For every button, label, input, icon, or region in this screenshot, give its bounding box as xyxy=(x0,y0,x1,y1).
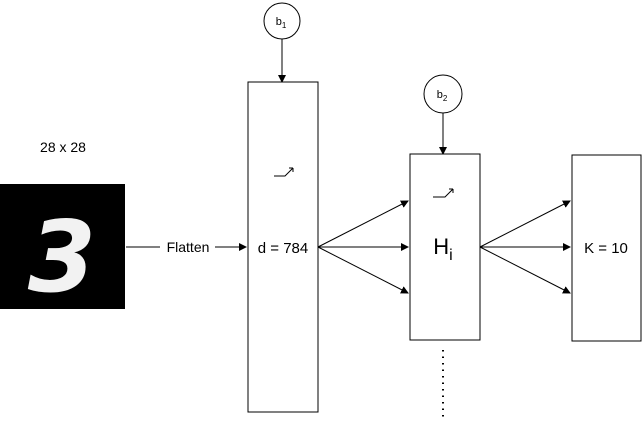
bias-b2-sub: 2 xyxy=(443,94,448,103)
output-layer-box xyxy=(571,154,642,342)
mnist-digit-image: 3 xyxy=(0,184,125,315)
edge-hidden-output-top xyxy=(479,200,571,248)
svg-text:b1: b1 xyxy=(276,16,287,30)
bias-b1-node: b1 xyxy=(263,2,301,40)
digit-glyph: 3 xyxy=(28,201,96,315)
bias-b2-node: b2 xyxy=(423,74,463,114)
bias-b1-sub: 1 xyxy=(282,21,287,30)
edge-input-hidden-bottom xyxy=(317,246,409,294)
flatten-label: Flatten xyxy=(167,239,210,255)
bias-b2-main: b xyxy=(437,89,443,101)
activation-icon-input xyxy=(274,167,294,177)
activation-icon-hidden xyxy=(433,188,454,198)
svg-text:Hi: Hi xyxy=(433,234,452,264)
output-layer-label: K = 10 xyxy=(584,240,628,257)
svg-text:b2: b2 xyxy=(437,89,448,103)
input-size-label: 28 x 28 xyxy=(40,139,86,155)
hidden-layer-label-sub: i xyxy=(449,247,453,264)
edge-hidden-output-bottom xyxy=(479,246,571,294)
bias-b1-main: b xyxy=(276,16,282,28)
input-layer-label: d = 784 xyxy=(258,240,308,257)
image-background xyxy=(0,184,125,309)
input-layer-box xyxy=(247,81,319,413)
edge-input-hidden-top xyxy=(317,200,409,248)
hidden-layer-label-main: H xyxy=(433,234,449,259)
hidden-layer-box xyxy=(409,153,481,341)
